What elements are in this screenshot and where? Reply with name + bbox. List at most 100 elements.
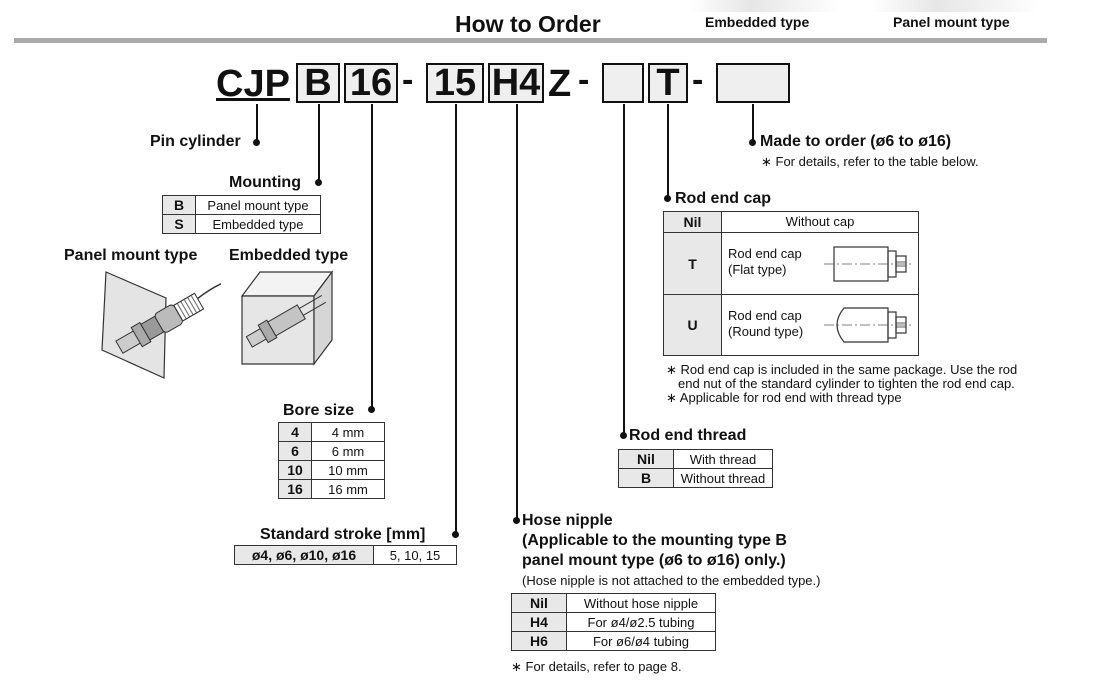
- embedded-illustration-label: Embedded type: [229, 247, 349, 264]
- thread-key: Nil: [618, 449, 674, 469]
- stroke-value: 5, 10, 15: [373, 545, 457, 565]
- nipple-key: H4: [511, 612, 567, 632]
- leader-dot-nipple: [513, 517, 520, 524]
- table-row: T Rod end cap (Flat type): [664, 233, 918, 295]
- flat-cap-drawing: [824, 246, 914, 282]
- rod-cap-line1: Rod end cap: [728, 308, 802, 323]
- mounting-value: Embedded type: [195, 214, 321, 234]
- code-box-rod-cap: T: [648, 63, 688, 103]
- hose-nipple-label: Hose nipple: [522, 512, 613, 529]
- bore-value: 4 mm: [311, 422, 385, 442]
- leader-made-to-order: [752, 104, 754, 142]
- code-dash-2: -: [578, 61, 590, 99]
- bore-key: 6: [278, 441, 312, 461]
- leader-dot-rod-cap: [664, 195, 671, 202]
- rod-end-cap-table: Nil Without cap T Rod end cap (Flat type…: [663, 211, 919, 356]
- leader-rod-cap: [667, 104, 669, 198]
- code-prefix: CJP: [216, 63, 290, 105]
- rod-end-cap-label: Rod end cap: [675, 190, 772, 207]
- standard-stroke-table: ø4, ø6, ø10, ø16 5, 10, 15: [234, 545, 457, 565]
- leader-mounting: [318, 104, 320, 182]
- mounting-key: B: [162, 195, 196, 215]
- rod-end-cap-notes: ∗ Rod end cap is included in the same pa…: [666, 363, 1017, 405]
- leader-dot-made-to-order: [749, 139, 756, 146]
- code-dash-3: -: [692, 61, 704, 99]
- bore-key: 16: [278, 479, 312, 499]
- nipple-key: Nil: [511, 593, 567, 613]
- nipple-value: For ø4/ø2.5 tubing: [566, 612, 716, 632]
- code-box-mounting: B: [296, 63, 340, 103]
- tab-embedded-type[interactable]: Embedded type: [705, 14, 810, 30]
- hose-nipple-applicability-2: panel mount type (ø6 to ø16) only.): [522, 552, 786, 569]
- bore-key: 10: [278, 460, 312, 480]
- table-row: ø4, ø6, ø10, ø16 5, 10, 15: [234, 545, 457, 565]
- code-z: Z: [548, 63, 572, 105]
- made-to-order-label: Made to order (ø6 to ø16): [760, 133, 952, 150]
- code-box-nipple: H4: [488, 63, 544, 103]
- tab-panel-mount-type[interactable]: Panel mount type: [893, 14, 1010, 30]
- leader-bore: [371, 104, 373, 410]
- bore-key: 4: [278, 422, 312, 442]
- mounting-key: S: [162, 214, 196, 234]
- bore-size-label: Bore size: [283, 402, 355, 419]
- rod-cap-description: Rod end cap (Flat type): [728, 246, 802, 278]
- standard-stroke-label: Standard stroke [mm]: [260, 526, 426, 543]
- hose-nipple-applicability-1: (Applicable to the mounting type B: [522, 532, 787, 549]
- pin-cylinder-label: Pin cylinder: [150, 133, 241, 150]
- leader-stroke: [455, 104, 457, 534]
- code-box-bore: 16: [344, 63, 398, 103]
- stroke-key: ø4, ø6, ø10, ø16: [234, 545, 374, 565]
- round-cap-drawing: [824, 307, 914, 343]
- rod-cap-key: T: [664, 233, 722, 294]
- thread-value: Without thread: [673, 468, 773, 488]
- rod-cap-line2: (Flat type): [728, 262, 787, 277]
- hose-nipple-footnote: ∗ For details, refer to page 8.: [511, 659, 682, 674]
- rod-end-thread-label: Rod end thread: [629, 427, 747, 444]
- nipple-key: H6: [511, 631, 567, 651]
- tab-shade-panel: [870, 0, 1040, 12]
- embedded-illustration: [240, 270, 334, 366]
- leader-nipple: [516, 104, 518, 520]
- page-title: How to Order: [455, 10, 601, 40]
- rod-cap-key: U: [664, 295, 722, 355]
- code-dash-1: -: [402, 61, 414, 99]
- panel-mount-illustration-label: Panel mount type: [64, 247, 198, 264]
- rod-cap-line2: (Round type): [728, 324, 804, 339]
- bore-value: 6 mm: [311, 441, 385, 461]
- rod-cap-note: ∗ Applicable for rod end with thread typ…: [666, 390, 902, 405]
- leader-dot-rod-thread: [620, 432, 627, 439]
- mounting-label: Mounting: [229, 174, 301, 191]
- bore-value: 10 mm: [311, 460, 385, 480]
- header-rule: [14, 38, 1047, 43]
- leader-dot-stroke: [452, 531, 459, 538]
- code-box-stroke: 15: [426, 63, 484, 103]
- hose-nipple-note: (Hose nipple is not attached to the embe…: [522, 573, 821, 588]
- leader-dot-mounting: [315, 179, 322, 186]
- panel-mount-illustration: [101, 271, 221, 379]
- table-row: Nil Without cap: [664, 212, 918, 233]
- code-box-rod-thread: [602, 63, 644, 103]
- bore-value: 16 mm: [311, 479, 385, 499]
- nipple-value: Without hose nipple: [566, 593, 716, 613]
- rod-cap-key: Nil: [664, 212, 722, 232]
- leader-prefix: [256, 104, 258, 142]
- mounting-table: B Panel mount type S Embedded type: [162, 195, 321, 234]
- rod-cap-note: end nut of the standard cylinder to tigh…: [678, 376, 1015, 391]
- nipple-value: For ø6/ø4 tubing: [566, 631, 716, 651]
- leader-rod-thread: [623, 104, 625, 436]
- leader-dot-prefix: [253, 139, 260, 146]
- table-row: B Panel mount type: [162, 195, 321, 215]
- rod-cap-note: ∗ Rod end cap is included in the same pa…: [666, 362, 1018, 377]
- table-row: U Rod end cap (Round type): [664, 295, 918, 355]
- table-row: S Embedded type: [162, 214, 321, 234]
